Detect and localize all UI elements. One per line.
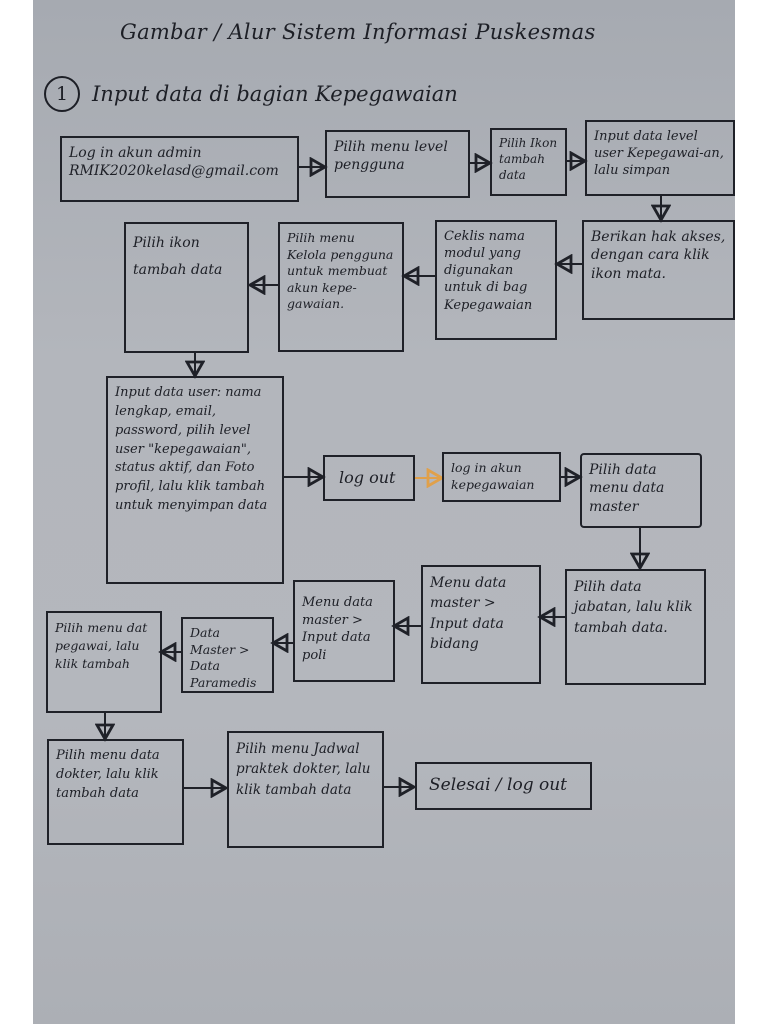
step-text: Input data level user Kepegawai-an, lalu… <box>594 129 724 179</box>
section-label: Input data di bagian Kepegawaian <box>92 82 458 106</box>
step-input-data-user: Input data user: nama lengkap, email, pa… <box>106 376 284 584</box>
step-jadwal-praktek: Pilih menu Jadwal praktek dokter, lalu k… <box>227 731 384 848</box>
step-data-paramedis: Data Master > Data Paramedis <box>181 617 274 693</box>
step-hak-akses: Berikan hak akses, dengan cara klik ikon… <box>582 220 735 320</box>
step-text: Pilih menu Kelola pengguna untuk membuat… <box>287 230 394 311</box>
section-heading: 1 Input data di bagian Kepegawaian <box>44 76 458 112</box>
step-pilih-ikon-tambah: Pilih ikon tambah data <box>124 222 249 353</box>
step-text: Berikan hak akses, dengan cara klik ikon… <box>591 229 726 282</box>
paper-sheet <box>33 0 735 1024</box>
step-text: Pilih menu dat pegawai, lalu klik tambah <box>55 620 148 672</box>
step-text: Log in akun admin RMIK2020kelasd@gmail.c… <box>69 145 279 180</box>
section-number: 1 <box>44 76 80 112</box>
diagram-title: Gambar / Alur Sistem Informasi Puskesmas <box>120 20 596 44</box>
step-logout: log out <box>323 455 415 501</box>
step-input-level-user: Input data level user Kepegawai-an, lalu… <box>585 120 735 196</box>
step-text: Pilih data jabatan, lalu klik tambah dat… <box>574 579 693 636</box>
step-text: Pilih ikon tambah data <box>133 235 223 278</box>
step-text: log out <box>339 468 396 487</box>
step-data-dokter: Pilih menu data dokter, lalu klik tambah… <box>47 739 184 845</box>
step-ceklis-modul: Ceklis nama modul yang digunakan untuk d… <box>435 220 557 340</box>
step-input-data-bidang: Menu data master > Input data bidang <box>421 565 541 684</box>
step-ikon-tambah-data: Pilih Ikon tambah data <box>490 128 567 196</box>
step-text: Selesai / log out <box>429 775 568 795</box>
step-text: log in akun kepegawaian <box>451 460 535 492</box>
step-text: Input data user: nama lengkap, email, pa… <box>115 385 268 514</box>
step-text: Menu data master > Input data poli <box>302 595 373 663</box>
step-text: Pilih menu level pengguna <box>334 139 448 174</box>
step-text: Data Master > Data Paramedis <box>190 625 257 690</box>
step-text: Menu data master > Input data bidang <box>430 575 507 652</box>
step-text: Pilih menu Jadwal praktek dokter, lalu k… <box>236 741 371 798</box>
step-menu-level-pengguna: Pilih menu level pengguna <box>325 130 470 198</box>
step-text: Ceklis nama modul yang digunakan untuk d… <box>444 229 533 313</box>
step-login-admin: Log in akun admin RMIK2020kelasd@gmail.c… <box>60 136 299 202</box>
step-text: Pilih menu data dokter, lalu klik tambah… <box>56 748 160 801</box>
step-login-kepegawaian: log in akun kepegawaian <box>442 452 561 502</box>
step-menu-data-master: Pilih data menu data master <box>580 453 702 528</box>
step-text: Pilih data menu data master <box>589 462 665 515</box>
step-input-data-poli: Menu data master > Input data poli <box>293 580 395 682</box>
step-kelola-pengguna: Pilih menu Kelola pengguna untuk membuat… <box>278 222 404 352</box>
step-data-pegawai: Pilih menu dat pegawai, lalu klik tambah <box>46 611 162 713</box>
step-data-jabatan: Pilih data jabatan, lalu klik tambah dat… <box>565 569 706 685</box>
step-text: Pilih Ikon tambah data <box>499 136 558 182</box>
step-selesai-logout: Selesai / log out <box>415 762 592 810</box>
